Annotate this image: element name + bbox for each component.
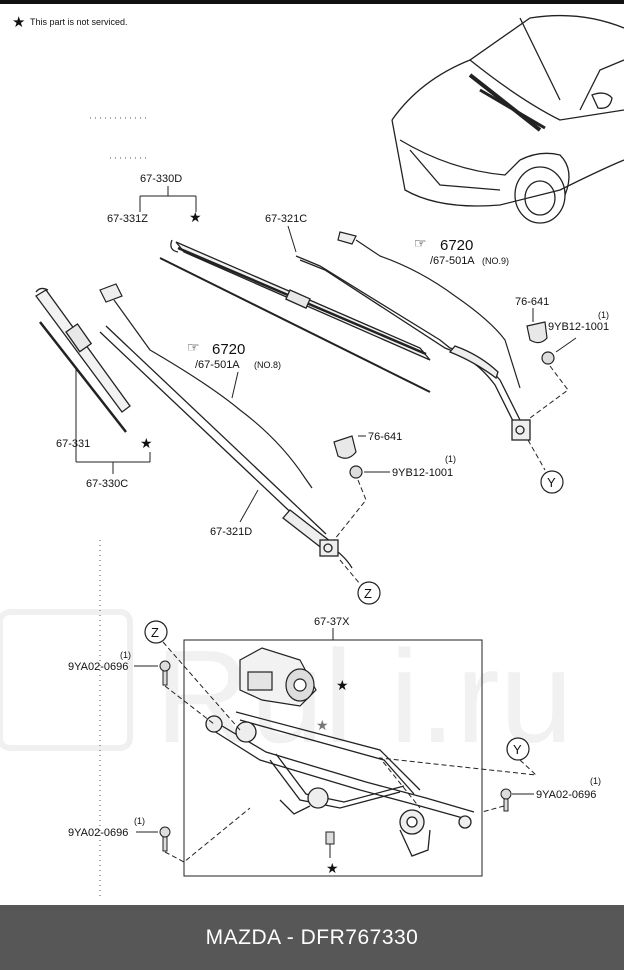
label-9YA02-c: 9YA02-0696 xyxy=(536,789,596,801)
star-icon: ★ xyxy=(140,435,153,451)
star-icon: ★ xyxy=(189,209,202,225)
dash-y-bottom xyxy=(378,757,538,809)
dash-z-top xyxy=(333,479,367,541)
label-9YA02-a: 9YA02-0696 xyxy=(68,661,128,673)
label-67-330C: 67-330C xyxy=(86,478,128,490)
footer-bar: MAZDA - DFR767330 xyxy=(0,905,624,970)
star-icon: ★ xyxy=(326,860,339,876)
wiper-motor xyxy=(239,647,317,707)
label-67-501A-b: /67-501A xyxy=(195,359,240,371)
bolt-left-top xyxy=(159,660,171,686)
star-outline-icon: ★ xyxy=(316,717,329,733)
star-icon: ★ xyxy=(336,677,349,693)
bracket-67-330C xyxy=(75,368,151,474)
nut-cap-middle xyxy=(333,435,357,459)
callout-z-bottom-label: Z xyxy=(151,625,159,640)
label-9YB12-b: 9YB12-1001 xyxy=(392,467,453,479)
label-9YA02-b: 9YA02-0696 xyxy=(68,827,128,839)
label-76-641-a: 76-641 xyxy=(515,296,549,308)
label-67-331Z: 67-331Z xyxy=(107,213,148,225)
label-qty-b: (1) xyxy=(445,454,456,464)
label-67-330D: 67-330D xyxy=(140,173,182,185)
hand-pointer-icon: ☞ xyxy=(414,235,427,251)
washer-hose-no8 xyxy=(99,283,313,489)
label-6720-a: 6720 xyxy=(440,237,473,254)
dash-y-top xyxy=(529,365,569,419)
wiper-parts-diagram: Rul i.ru ★ This part is not serviced. 67… xyxy=(0,14,624,900)
nut-cap-right xyxy=(526,321,548,344)
not-serviced-note: This part is not serviced. xyxy=(30,17,128,27)
footer-title: MAZDA - DFR767330 xyxy=(205,925,419,949)
label-qty-d: (1) xyxy=(134,816,145,826)
driver-wiper-blade xyxy=(159,239,431,393)
label-67-321C: 67-321C xyxy=(265,213,307,225)
wiper-linkage xyxy=(205,711,475,857)
label-67-331: 67-331 xyxy=(56,438,90,450)
star-icon: ★ xyxy=(12,14,25,31)
passenger-wiper-arm xyxy=(295,255,531,441)
bracket-67-330D xyxy=(139,186,197,212)
nut-right xyxy=(541,351,555,365)
label-67-501A-a: /67-501A xyxy=(430,255,475,267)
passenger-wiper-blade xyxy=(35,287,131,433)
label-9YB12-a: 9YB12-1001 xyxy=(548,321,609,333)
label-6720-b: 6720 xyxy=(212,341,245,358)
hand-pointer-icon: ☞ xyxy=(187,339,200,355)
callout-z-top-label: Z xyxy=(364,586,372,601)
callout-y-bottom-label: Y xyxy=(513,742,522,757)
label-no9: (NO.9) xyxy=(482,256,509,266)
assembly-box xyxy=(183,639,483,877)
bolt-left-bottom xyxy=(159,826,171,852)
callout-z-top xyxy=(357,581,381,605)
bolt-right xyxy=(500,788,512,812)
nut-middle xyxy=(349,465,363,479)
washer-hose-no9 xyxy=(337,231,521,389)
guide-dots xyxy=(90,117,150,900)
top-border xyxy=(0,0,624,4)
label-qty-a: (1) xyxy=(598,310,609,320)
label-67-37X: 67-37X xyxy=(314,616,350,628)
callout-y-top xyxy=(540,470,564,494)
bolt-center-icon xyxy=(325,831,335,845)
label-76-641-b: 76-641 xyxy=(368,431,402,443)
callout-z-bottom xyxy=(144,620,168,644)
label-67-321D: 67-321D xyxy=(210,526,252,538)
label-no8: (NO.8) xyxy=(254,360,281,370)
callout-y-top-label: Y xyxy=(547,475,556,490)
dash-z-bottom xyxy=(162,641,241,731)
callout-y-bottom xyxy=(506,737,530,761)
driver-wiper-arm xyxy=(99,325,353,569)
label-qty-c: (1) xyxy=(120,650,131,660)
label-qty-e: (1) xyxy=(590,776,601,786)
car-illustration xyxy=(391,14,624,224)
